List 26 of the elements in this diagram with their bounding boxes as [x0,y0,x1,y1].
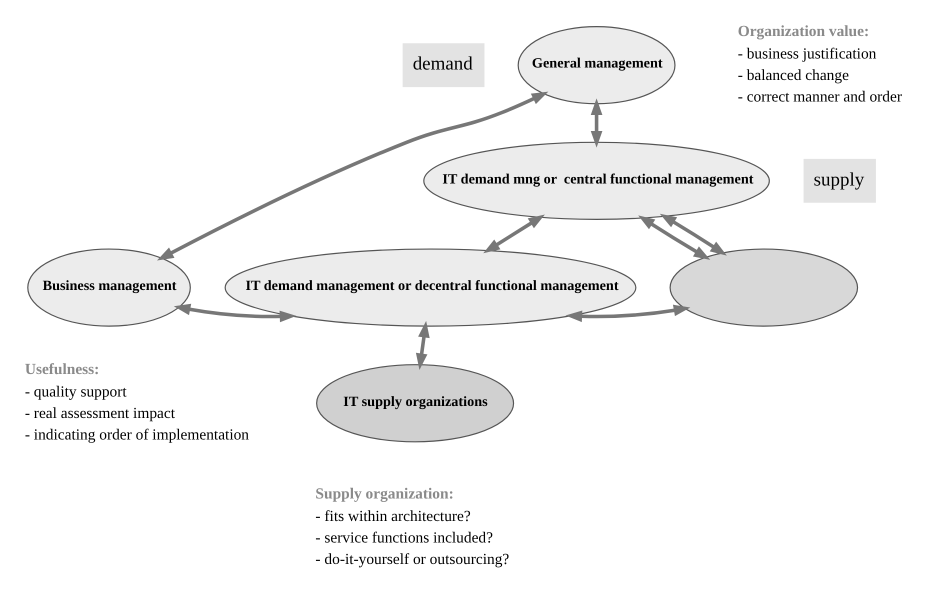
arrow [174,304,296,322]
label: - quality support [24,384,127,401]
arrow [660,214,727,256]
arrow [590,98,602,148]
label: Organization value: [738,23,870,40]
node-ellipse: IT supply organizations [316,364,514,442]
label: - real assessment impact [24,404,175,422]
label: - indicating order of implementation [24,426,250,444]
label: - correct manner and order [738,88,902,106]
label: Supply organization: [315,486,454,503]
node-ellipse [670,248,858,327]
label: - do-it-yourself or outsourcing? [315,550,510,568]
label: - business justification [738,46,876,63]
node-box: supply [804,158,876,203]
arrow [565,304,690,322]
arrow [483,214,545,254]
label: - service functions included? [315,530,493,547]
node-ellipse: IT demand mng or central functional management [423,142,770,220]
label: Usefulness: [24,361,100,378]
label: - fits within architecture? [315,508,471,526]
node-ellipse: IT demand management or decentral functional management [224,248,636,327]
arrow [157,92,548,260]
node-box: demand [402,43,484,88]
arrow [416,320,430,370]
arrow [638,215,710,260]
label: - balanced change [738,66,849,84]
